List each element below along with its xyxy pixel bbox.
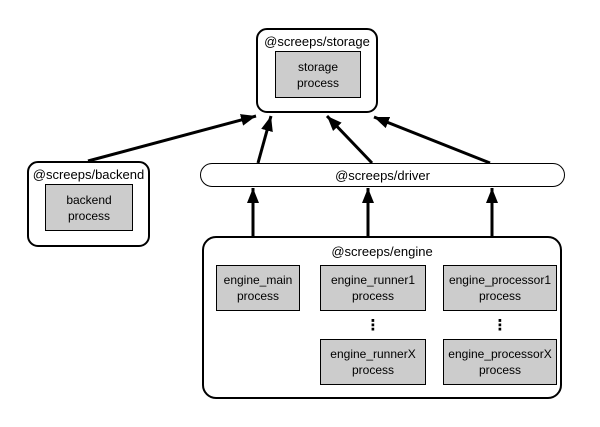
process-engine-runnerX-line2: process: [351, 363, 395, 377]
node-driver-label: @screeps/driver: [335, 167, 430, 183]
process-engine-runnerX-line1: engine_runnerX: [330, 347, 416, 361]
process-storage-line1: storage: [297, 59, 339, 74]
process-engine-runnerX: engine_runnerX process: [320, 339, 426, 385]
process-backend: backend process: [45, 184, 133, 231]
node-engine-label: @screeps/engine: [331, 244, 433, 259]
node-storage-label: @screeps/storage: [264, 34, 370, 49]
process-engine-processor1-line1: engine_processor1: [448, 273, 552, 287]
process-engine-main: engine_main process: [216, 265, 300, 311]
runner-ellipsis-icon: ⋮: [365, 316, 381, 334]
process-storage: storage process: [275, 51, 361, 98]
process-engine-main-line1: engine_main: [223, 273, 293, 287]
process-backend-line2: process: [67, 208, 111, 223]
process-storage-line2: process: [296, 75, 340, 90]
node-backend: @screeps/backend backend process: [27, 161, 150, 247]
process-backend-line1: backend: [66, 192, 112, 207]
arrow-driver-to-storage: [256, 115, 273, 164]
arrow-backend-to-storage: [87, 114, 257, 163]
processor-ellipsis-icon: ⋮: [492, 316, 508, 334]
process-engine-processorX-line1: engine_processorX: [448, 347, 552, 361]
process-engine-processor1: engine_processor1 process: [443, 265, 557, 311]
process-engine-runner1: engine_runner1 process: [320, 265, 426, 311]
process-engine-runner1-line1: engine_runner1: [330, 273, 416, 287]
process-engine-processorX-line2: process: [478, 363, 522, 377]
node-engine: @screeps/engine engine_main process engi…: [202, 236, 562, 399]
node-storage: @screeps/storage storage process: [256, 28, 378, 113]
process-engine-main-line2: process: [236, 289, 280, 303]
process-engine-runner1-line2: process: [351, 289, 395, 303]
process-engine-processorX: engine_processorX process: [443, 339, 557, 385]
node-backend-label: @screeps/backend: [32, 167, 145, 182]
arrow-driver-to-storage: [373, 115, 491, 165]
arrow-driver-to-storage: [325, 114, 374, 165]
node-driver: @screeps/driver: [200, 163, 565, 187]
process-engine-processor1-line2: process: [478, 289, 522, 303]
